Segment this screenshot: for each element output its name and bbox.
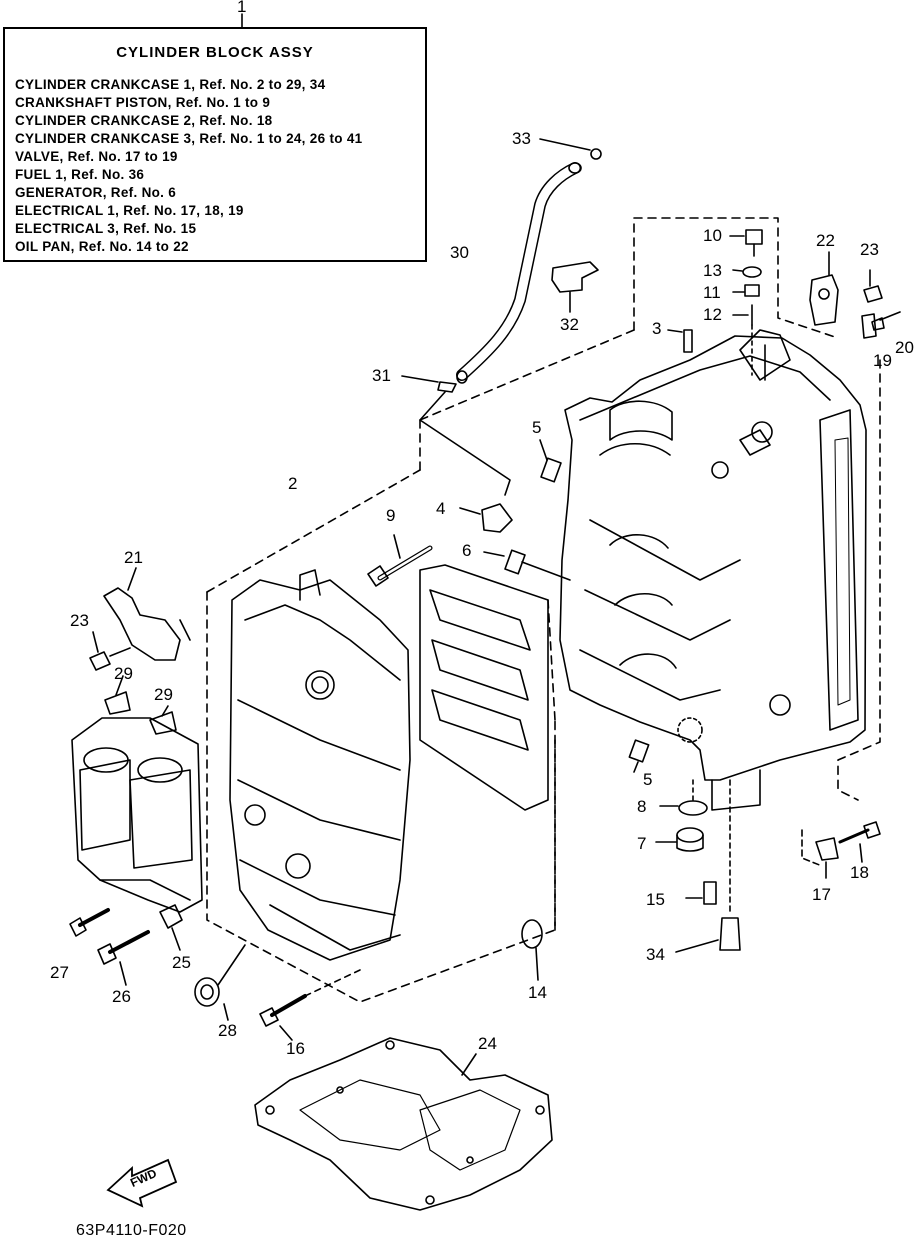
callout-5: 5 (532, 418, 542, 437)
callout-2: 2 (288, 474, 298, 493)
callout-18: 18 (850, 863, 869, 882)
callout-5: 5 (643, 770, 653, 789)
callout-30: 30 (450, 243, 469, 262)
callout-23: 23 (70, 611, 89, 630)
legend-line: CYLINDER CRANKCASE 2, Ref. No. 18 (15, 113, 273, 128)
callout-29: 29 (114, 664, 133, 683)
legend-line: FUEL 1, Ref. No. 36 (15, 167, 145, 182)
legend-line: CYLINDER CRANKCASE 3, Ref. No. 1 to 24, … (15, 131, 363, 146)
callout-9: 9 (386, 506, 396, 525)
fwd-arrow-icon (106, 1158, 178, 1208)
callout-25: 25 (172, 953, 191, 972)
callout-32: 32 (560, 315, 579, 334)
callout-12: 12 (703, 305, 722, 324)
callout-4: 4 (436, 499, 446, 518)
callout-23: 23 (860, 240, 879, 259)
legend-line: OIL PAN, Ref. No. 14 to 22 (15, 239, 189, 254)
drawing-code: 63P4110-F020 (76, 1222, 187, 1239)
callout-26: 26 (112, 987, 131, 1006)
callout-10: 10 (703, 226, 722, 245)
legend-line: CYLINDER CRANKCASE 1, Ref. No. 2 to 29, … (15, 77, 326, 92)
legend-title: CYLINDER BLOCK ASSY (116, 44, 314, 61)
callout-7: 7 (637, 834, 647, 853)
legend-line: CRANKSHAFT PISTON, Ref. No. 1 to 9 (15, 95, 271, 110)
callout-1: 1 (237, 0, 247, 16)
callout-13: 13 (703, 261, 722, 280)
callout-21: 21 (124, 548, 143, 567)
callout-22: 22 (816, 231, 835, 250)
callout-33: 33 (512, 129, 531, 148)
callout-28: 28 (218, 1021, 237, 1040)
legend-line: VALVE, Ref. No. 17 to 19 (15, 149, 178, 164)
callout-16: 16 (286, 1039, 305, 1058)
callout-34: 34 (646, 945, 665, 964)
callout-20: 20 (895, 338, 914, 357)
callout-24: 24 (478, 1034, 497, 1053)
callout-6: 6 (462, 541, 472, 560)
legend-line: GENERATOR, Ref. No. 6 (15, 185, 177, 200)
callout-19: 19 (873, 351, 892, 370)
callout-14: 14 (528, 983, 547, 1002)
callout-8: 8 (637, 797, 647, 816)
callout-27: 27 (50, 963, 69, 982)
callout-29: 29 (154, 685, 173, 704)
callout-15: 15 (646, 890, 665, 909)
legend-line: ELECTRICAL 3, Ref. No. 15 (15, 221, 197, 236)
callout-11: 11 (703, 283, 721, 302)
callout-17: 17 (812, 885, 831, 904)
callout-3: 3 (652, 319, 662, 338)
legend-box: CYLINDER BLOCK ASSY CYLINDER CRANKCASE 1… (3, 27, 427, 262)
callout-31: 31 (372, 366, 391, 385)
legend-line: ELECTRICAL 1, Ref. No. 17, 18, 19 (15, 203, 244, 218)
